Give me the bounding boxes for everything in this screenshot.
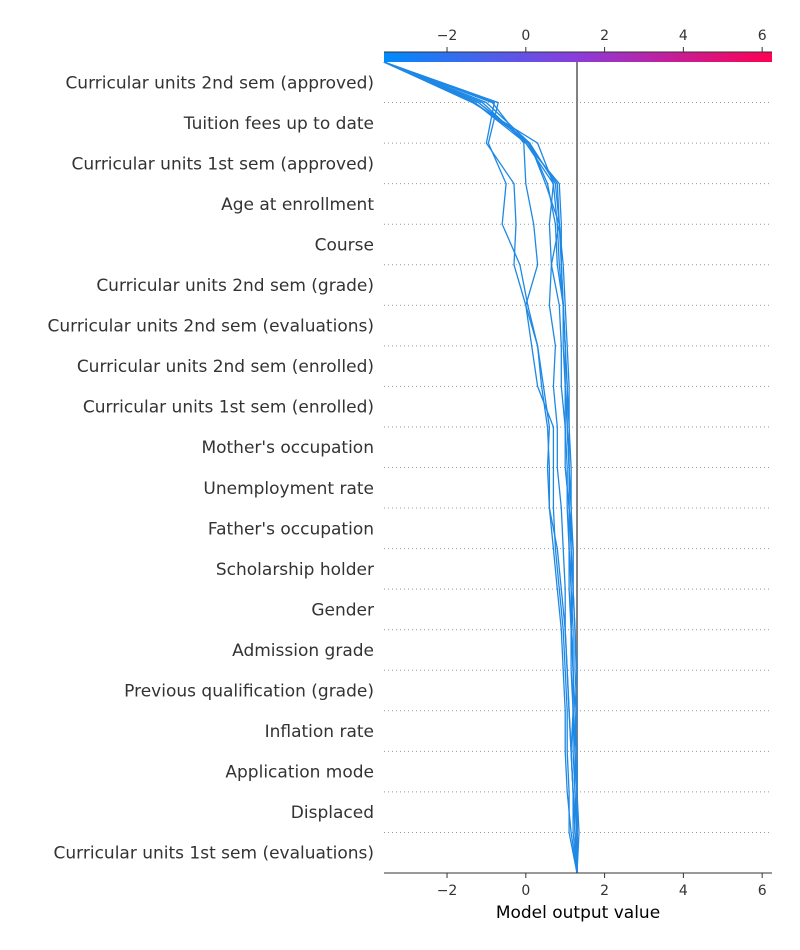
bottom-tick-label: 6 <box>758 883 767 899</box>
decision-lines <box>383 61 580 874</box>
decision-line <box>383 61 578 874</box>
bottom-x-axis: −2 0 2 4 6 <box>384 872 772 899</box>
feature-label: Scholarship holder <box>216 560 374 580</box>
feature-label: Inflation rate <box>265 722 374 742</box>
feature-label: Tuition fees up to date <box>183 114 374 134</box>
top-x-axis: −2 0 2 4 6 <box>384 28 772 53</box>
feature-labels: Curricular units 2nd sem (approved) Tuiti… <box>47 73 374 863</box>
feature-label: Displaced <box>291 803 374 823</box>
feature-label: Curricular units 1st sem (approved) <box>71 154 374 174</box>
colorbar <box>384 52 772 62</box>
feature-label: Unemployment rate <box>203 479 374 499</box>
decision-line <box>383 61 580 874</box>
feature-label: Previous qualification (grade) <box>124 682 374 702</box>
top-tick-label: 0 <box>521 28 530 44</box>
feature-label: Curricular units 1st sem (evaluations) <box>54 844 374 864</box>
feature-label: Curricular units 2nd sem (approved) <box>65 73 374 93</box>
feature-label: Application mode <box>225 763 374 783</box>
feature-label: Age at enrollment <box>221 195 374 215</box>
bottom-tick-label: 2 <box>600 883 609 899</box>
feature-label: Mother's occupation <box>201 438 374 458</box>
decision-line <box>383 61 578 874</box>
feature-label: Curricular units 2nd sem (grade) <box>96 276 374 296</box>
top-tick-label: −2 <box>437 28 458 44</box>
feature-label: Admission grade <box>232 641 374 661</box>
decision-line <box>383 61 578 874</box>
bottom-tick-label: 0 <box>521 883 530 899</box>
feature-label: Curricular units 2nd sem (enrolled) <box>77 357 374 377</box>
feature-label: Curricular units 2nd sem (evaluations) <box>47 317 374 337</box>
x-axis-title: Model output value <box>496 903 660 923</box>
decision-line <box>383 61 578 873</box>
bottom-tick-label: 4 <box>679 883 688 899</box>
top-tick-label: 2 <box>600 28 609 44</box>
top-tick-label: 4 <box>679 28 688 44</box>
feature-label: Father's occupation <box>208 519 374 539</box>
feature-label: Gender <box>311 600 374 620</box>
feature-label: Curricular units 1st sem (enrolled) <box>83 398 374 418</box>
decision-line <box>383 61 578 874</box>
bottom-tick-label: −2 <box>437 883 458 899</box>
top-tick-label: 6 <box>758 28 767 44</box>
feature-label: Course <box>315 235 374 255</box>
